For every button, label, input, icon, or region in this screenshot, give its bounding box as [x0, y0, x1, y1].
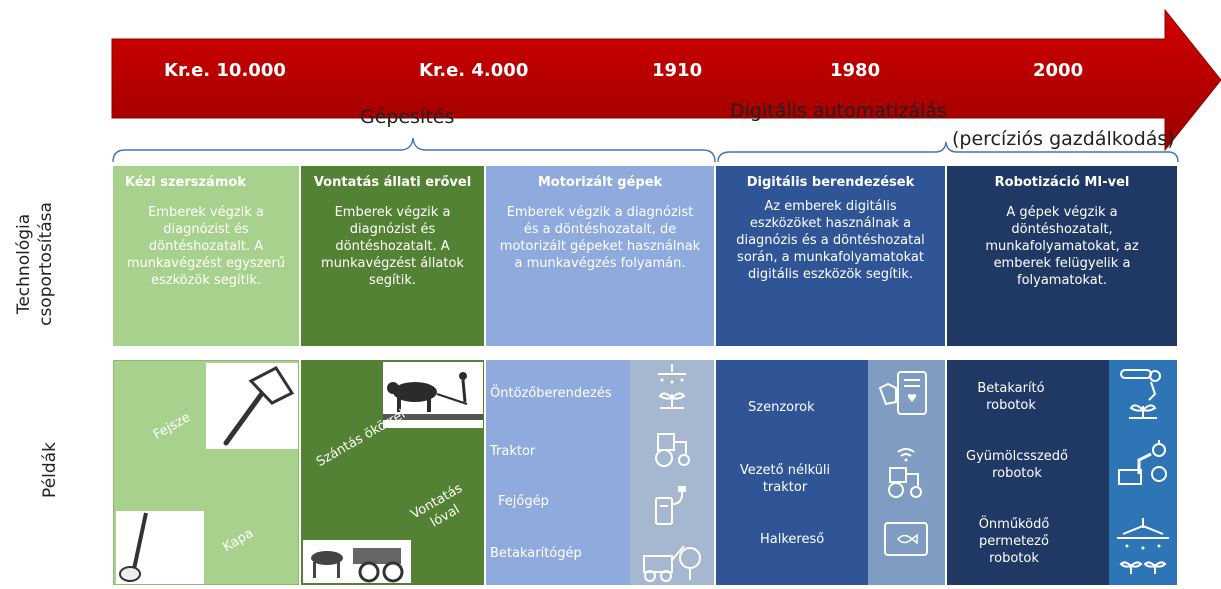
horse-cart-image	[303, 540, 411, 583]
examples-animal-power: Szántás ökörrel Vontatás lóval	[301, 360, 484, 585]
column-motorized: Motorizált gépek Emberek végzik a diagnó…	[486, 166, 714, 346]
column-desc: Emberek végzik a diagnózist és döntéshoz…	[126, 205, 286, 288]
column-desc: A gépek végzik a döntéshozatalt, munkafo…	[985, 205, 1139, 288]
example-label: Betakarítógép	[490, 546, 582, 561]
year-label: Kr.e. 10.000	[164, 60, 286, 81]
examples-robotization: Betakarító robotok Gyümölcsszedő robotok…	[947, 360, 1109, 585]
example-label: Szenzorok	[748, 400, 815, 415]
wifi-tractor-icon	[888, 448, 922, 498]
sprayer-robot-icon	[1117, 518, 1169, 574]
hoe-icon	[119, 512, 148, 582]
axe-icon	[223, 366, 295, 446]
column-title: Kézi szerszámok	[125, 175, 246, 190]
year-label: Kr.e. 4.000	[419, 60, 529, 81]
examples-digital: Szenzorok Vezető nélküli traktor Halkere…	[716, 360, 868, 585]
column-desc: Emberek végzik a diagnózist és a döntésh…	[499, 205, 701, 271]
examples-motorized: Öntözőberendezés Traktor Fejőgép Betakar…	[486, 360, 630, 585]
column-title: Digitális berendezések	[746, 175, 915, 190]
examples-hand-tools: Fejsze Kapa	[113, 360, 299, 585]
example-label: Gyümölcsszedő robotok	[966, 449, 1068, 481]
icon-strip-digital	[868, 360, 945, 585]
harvest-robot-icon	[1120, 369, 1161, 419]
example-label: Szántás ökörrel	[313, 406, 409, 470]
example-label: Halkereső	[760, 532, 825, 547]
column-desc: Az emberek digitális eszközöket használn…	[736, 199, 925, 282]
timeline-arrow	[111, 8, 1221, 152]
example-label: Fejőgép	[498, 494, 549, 509]
hoe-image	[116, 511, 204, 584]
row-label-examples: Példák	[40, 442, 60, 498]
column-desc: Emberek végzik a diagnózist és döntéshoz…	[321, 205, 464, 288]
horse-cart-icon	[311, 548, 404, 583]
example-label: Vontatás lóval	[408, 480, 466, 531]
irrigation-icon	[658, 364, 686, 409]
year-label: 1910	[652, 60, 703, 81]
example-label: Öntözőberendezés	[490, 386, 612, 401]
phase-braces	[112, 137, 1179, 163]
column-title: Vontatás állati erővel	[313, 175, 472, 190]
icon-strip-motorized	[630, 360, 714, 585]
column-digital: Digitális berendezések Az emberek digitá…	[716, 166, 945, 346]
harvester-icon	[643, 545, 701, 582]
icon-strip-robotization	[1109, 360, 1177, 585]
milking-machine-icon	[655, 486, 686, 525]
column-hand-tools: Kézi szerszámok Emberek végzik a diagnóz…	[113, 166, 299, 346]
cow-tablet-icon	[878, 371, 927, 415]
ox-plowing-image	[383, 362, 483, 428]
phase-precision: (percíziós gazdálkodás)	[952, 128, 1175, 150]
year-label: 2000	[1033, 60, 1084, 81]
fish-finder-icon	[884, 522, 928, 556]
row-label-technology: Technológia csoportosítása	[14, 202, 56, 326]
example-label: Traktor	[490, 444, 536, 459]
fruit-picking-robot-icon	[1118, 440, 1167, 485]
phase-mechanization: Gépesítés	[360, 106, 455, 128]
example-label: Kapa	[220, 525, 257, 556]
tractor-icon	[655, 433, 690, 467]
column-title: Motorizált gépek	[537, 175, 663, 190]
example-label: Vezető nélküli traktor	[739, 463, 831, 495]
phase-digital: Digitális automatizálás	[730, 100, 947, 122]
axe-image	[206, 363, 298, 449]
column-animal-power: Vontatás állati erővel Emberek végzik a …	[301, 166, 484, 346]
column-title: Robotizáció MI-vel	[994, 175, 1130, 190]
year-label: 1980	[830, 60, 881, 81]
ox-plough-icon	[383, 372, 483, 420]
column-robotization: Robotizáció MI-vel A gépek végzik a dönt…	[947, 166, 1177, 346]
example-label: Fejsze	[150, 410, 194, 443]
example-label: Betakarító robotok	[977, 381, 1045, 413]
example-label: Önműködő permetező robotok	[978, 517, 1050, 566]
